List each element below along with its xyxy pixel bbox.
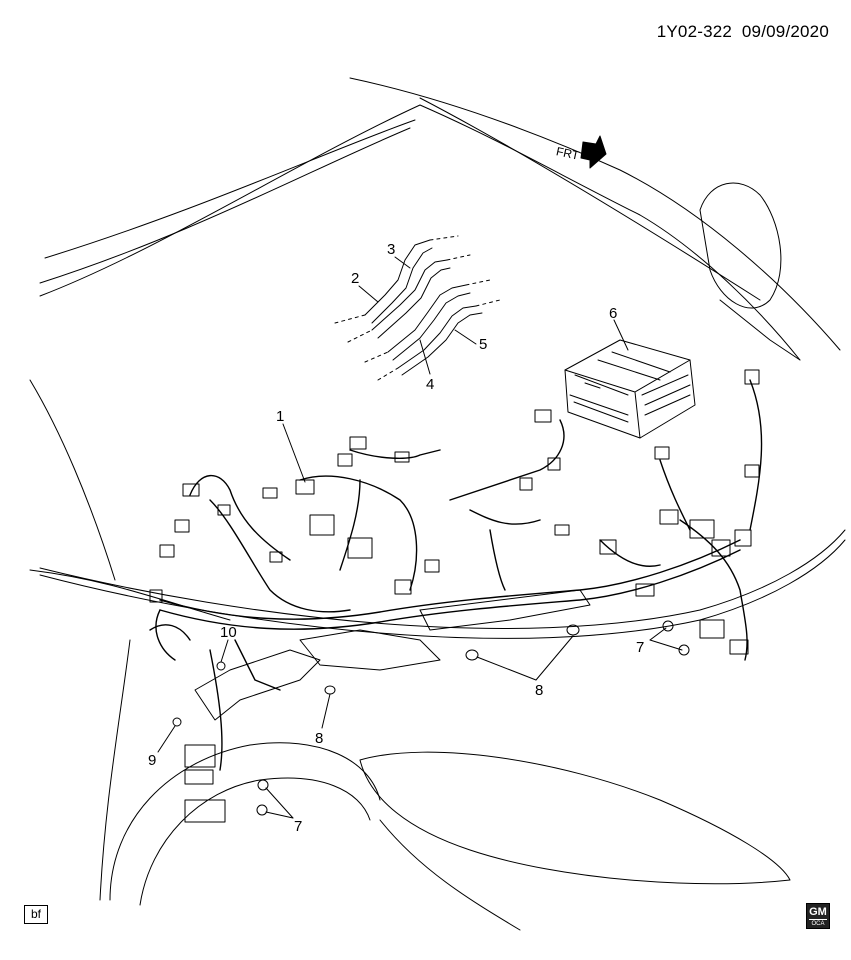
doc-date: 09/09/2020 (741, 22, 829, 41)
bolt-7b (678, 644, 690, 656)
callout-8a: 8 (535, 682, 543, 699)
a-pillar (719, 299, 801, 361)
doc-code: 1Y02-322 (656, 22, 733, 41)
bolt-7a (662, 620, 674, 632)
fuse-block-module (564, 339, 696, 439)
mounting-bracket (194, 589, 591, 721)
push-pin-8a (566, 624, 580, 636)
hood-edge-upper (44, 119, 416, 259)
frt-label: FRT (555, 144, 581, 163)
body-side (99, 639, 131, 901)
callout-5: 5 (479, 336, 487, 353)
wheel-arch-inner (139, 777, 371, 906)
nut-10 (216, 661, 226, 671)
gm-logo-icon: GM OCA (806, 903, 830, 929)
diagram-header: 1Y02-322 09/09/2020 (657, 22, 829, 42)
callout-labels: 1 2 3 4 5 6 7 7 8 8 9 10 FRT (148, 144, 644, 835)
windshield-line (419, 97, 761, 301)
callout-1: 1 (276, 408, 284, 425)
callout-2: 2 (351, 270, 359, 287)
callout-leaders (157, 256, 683, 819)
hood-outline (39, 104, 801, 361)
mirror (699, 182, 782, 309)
callout-10: 10 (220, 624, 237, 641)
headlamp (359, 751, 791, 885)
wheel-arch-outer (109, 742, 381, 901)
conduit-tubes (334, 235, 501, 381)
frt-arrow-icon (580, 135, 607, 169)
callout-4: 4 (426, 376, 434, 393)
fender-line (29, 379, 116, 581)
callout-3: 3 (387, 241, 395, 258)
diagram-tag: bf (24, 905, 48, 924)
main-wiring-harness (149, 379, 763, 771)
callout-8b: 8 (315, 730, 323, 747)
hood-crease (349, 77, 841, 351)
bolt-7d (256, 804, 268, 816)
front-body-lower (379, 819, 521, 931)
callout-7a: 7 (636, 639, 644, 656)
push-pin-8c (324, 685, 336, 695)
hood-edge-inner (39, 127, 411, 284)
body-sweep (39, 529, 846, 629)
connectors (149, 369, 760, 823)
bolt-7c (257, 779, 269, 791)
fender-lower (29, 569, 231, 621)
screw-9 (172, 717, 182, 727)
callout-7b: 7 (294, 818, 302, 835)
callout-6: 6 (609, 305, 617, 322)
callout-9: 9 (148, 752, 156, 769)
push-pin-8b (465, 649, 479, 661)
fasteners (172, 620, 690, 816)
